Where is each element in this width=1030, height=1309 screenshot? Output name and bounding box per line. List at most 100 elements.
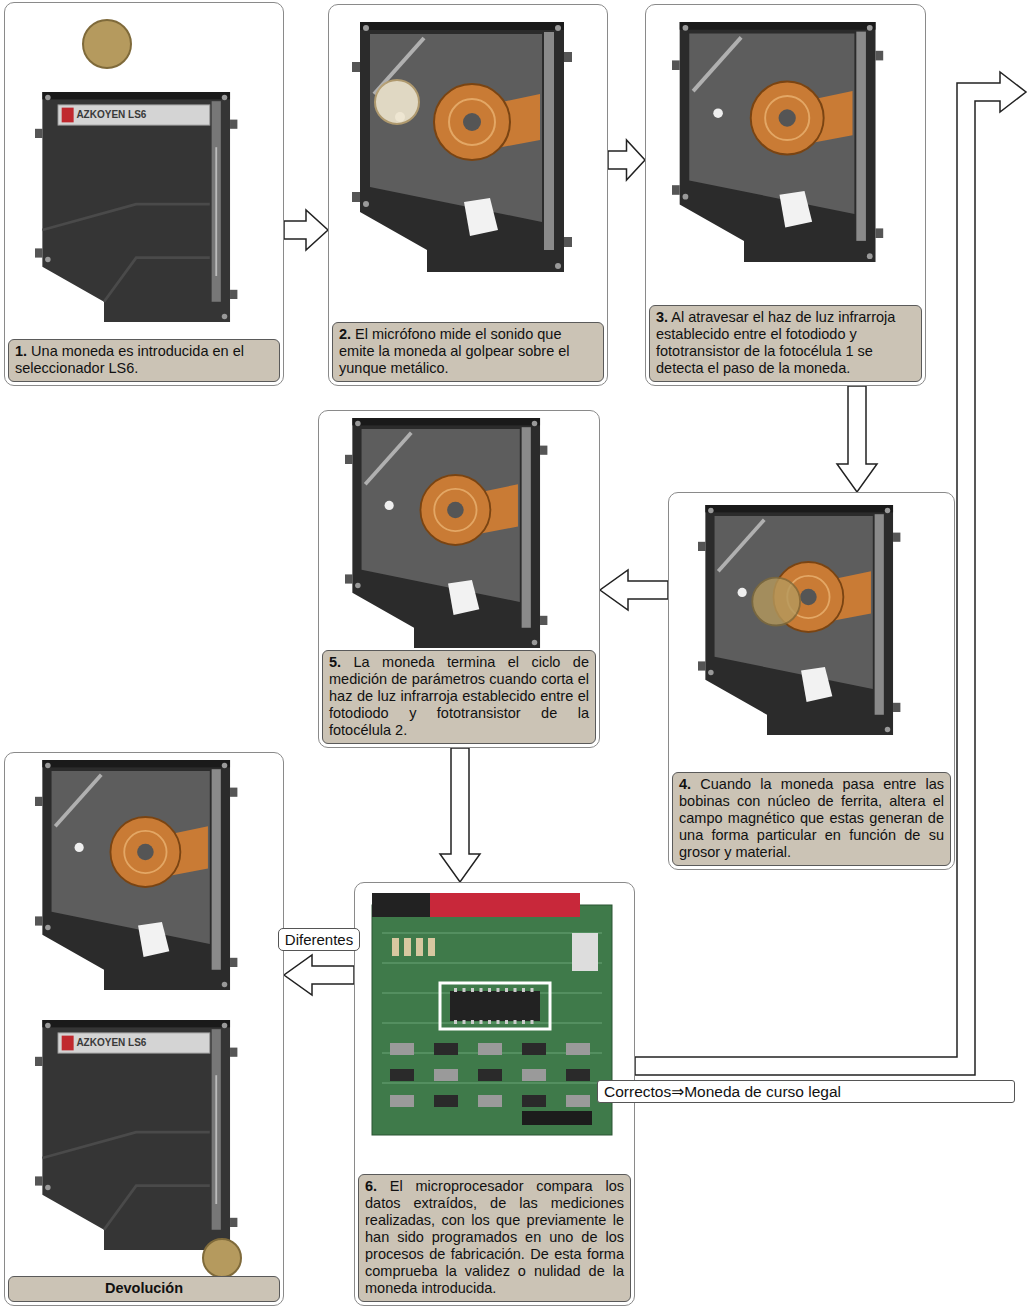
step-text: Una moneda es introducida en el seleccio… [15, 343, 244, 376]
screw [222, 982, 228, 988]
screw [363, 201, 369, 207]
step-text: El microprocesador compara los datos ext… [365, 1178, 624, 1296]
housing-contour [104, 1186, 210, 1230]
housing-contour [104, 258, 210, 302]
connector-block [430, 893, 580, 917]
mounting-tab [352, 192, 360, 202]
screw [867, 253, 873, 259]
anvil [780, 191, 813, 227]
component [416, 938, 423, 956]
coin-selector-figure [35, 1020, 237, 1250]
photocell [75, 843, 84, 852]
coil-core [800, 589, 817, 606]
mounting-tab [893, 533, 900, 542]
flow-arrow [600, 570, 668, 610]
chip-pin [497, 988, 500, 992]
inner-plate [689, 34, 854, 214]
mounting-tab [230, 788, 237, 797]
housing-top [42, 1020, 230, 1027]
inner-plate [715, 516, 873, 689]
device-plate-text: AZKOYEN LS6 [76, 1033, 208, 1053]
result-note: Correctos⇒Moneda de curso legal [597, 1080, 1015, 1103]
step-panel: 2. El micrófono mide el sonido que emite… [328, 4, 608, 386]
anvil [464, 198, 498, 236]
screw [222, 763, 228, 769]
logo-mark [62, 108, 74, 123]
mounting-tab [540, 446, 547, 455]
coil-winding [434, 489, 476, 531]
flow-arrow [284, 955, 354, 995]
mounting-tab [230, 1218, 237, 1227]
screw [708, 508, 714, 514]
chip-pin [454, 1020, 457, 1024]
housing-contour [42, 204, 209, 230]
mounting-tab [698, 661, 705, 670]
chip-pin [488, 1020, 491, 1024]
selector-housing [352, 418, 540, 648]
ferrite-coil [420, 475, 490, 545]
mounting-tab [230, 1048, 237, 1057]
reject-lever [215, 147, 217, 276]
component [392, 938, 399, 956]
mounting-tab [564, 52, 572, 62]
housing-top [705, 505, 893, 512]
chip-pin [463, 1020, 466, 1024]
coil-core [447, 502, 464, 519]
coin-selector-figure [345, 418, 547, 648]
step-caption: 4. Cuando la moneda pasa entre las bobin… [672, 772, 951, 866]
inner-plate [362, 429, 520, 602]
coil-winding [449, 99, 495, 145]
chip-pin [522, 988, 525, 992]
mounting-tab [35, 129, 42, 138]
mounting-tab [672, 60, 680, 70]
mounting-tab [540, 616, 547, 625]
step-number: 3. [656, 309, 668, 325]
flow-arrow [284, 210, 328, 250]
mounting-tab [564, 237, 572, 247]
side-rail [856, 32, 866, 241]
lever [718, 520, 764, 572]
step-text: La moneda termina el ciclo de medición d… [329, 654, 589, 738]
chip-pin [514, 988, 517, 992]
step-caption: 5. La moneda termina el ciclo de medició… [322, 650, 596, 744]
circuit-board-figure [372, 893, 612, 1135]
inner-plate [370, 34, 542, 222]
screw [683, 194, 689, 200]
housing-contour [42, 1132, 209, 1158]
photocell [738, 588, 747, 597]
screw [867, 25, 873, 31]
mounting-tab [230, 120, 237, 129]
component [390, 1069, 414, 1081]
screw [45, 1185, 51, 1191]
housing-top [680, 22, 876, 30]
component [566, 1069, 590, 1081]
coin-selector-figure [352, 22, 572, 272]
step-number: 6. [365, 1178, 377, 1194]
component [566, 1095, 590, 1107]
edge-label: Diferentes [278, 928, 360, 951]
mounting-tab [35, 916, 42, 925]
chip-pin [522, 1020, 525, 1024]
step-caption: 6. El microprocesador compara los datos … [358, 1174, 631, 1302]
mounting-tab [876, 51, 884, 61]
component [478, 1069, 502, 1081]
mounting-tab [345, 455, 352, 464]
chip-pin [514, 1020, 517, 1024]
component [478, 1095, 502, 1107]
name-plate [58, 105, 210, 125]
photocell [713, 108, 723, 118]
component [390, 1043, 414, 1055]
mounting-tab [698, 542, 705, 551]
inner-plate [52, 771, 210, 944]
coin-selector-figure [672, 22, 883, 262]
flow-arrow [608, 140, 645, 180]
coin [752, 578, 800, 626]
mounting-tab [893, 703, 900, 712]
step-panel: 3. Al atravesar el haz de luz infrarroja… [645, 4, 926, 386]
side-rail [544, 32, 554, 250]
photocell [385, 501, 394, 510]
selector-housing [42, 1020, 230, 1250]
screw [222, 314, 228, 320]
screw [885, 727, 891, 733]
